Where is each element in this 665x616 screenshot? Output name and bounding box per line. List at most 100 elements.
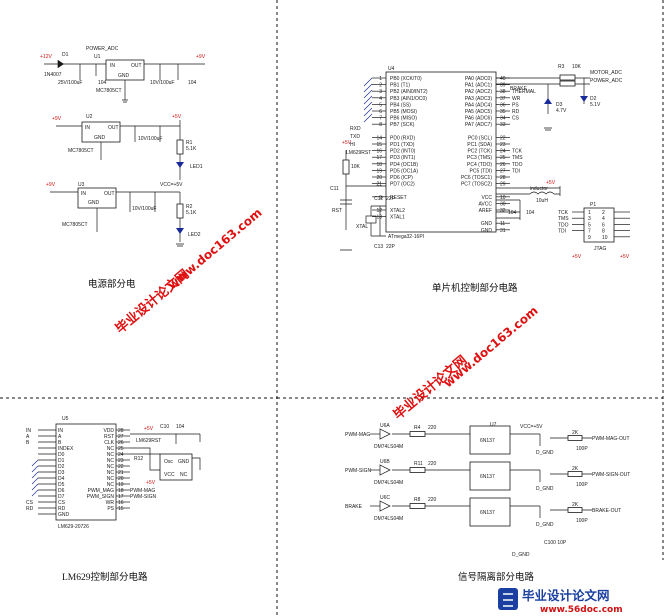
- optocoupler-6n137: [469, 497, 511, 527]
- caption-power: 电源部分电: [88, 278, 136, 290]
- osc-nc: NC: [180, 472, 188, 478]
- lm629-pin-left: D2: [58, 464, 65, 470]
- mcu-pin-left: PD1 (TXD): [390, 142, 415, 148]
- lm629-rst: LM629RST: [136, 438, 161, 444]
- mcu-pin-right: PA7 (ADC7): [465, 122, 492, 128]
- mcu-pin-right-num: 29: [500, 182, 506, 188]
- mcu-pin-left: XTAL2: [390, 208, 405, 214]
- mcu-pin-right-num: 28: [500, 175, 506, 181]
- c3-label: 25V/100uF: [58, 80, 82, 86]
- mcu-pin-right-num: 27: [500, 168, 506, 174]
- mcu-pin-right: PC0 (SCL): [468, 135, 493, 141]
- power-vout2: +5V: [172, 114, 182, 120]
- mcu-pin-left: PD6 (ICP): [390, 175, 413, 181]
- iso-series-resistor: [409, 503, 426, 509]
- iso-gate-ref: U6B: [380, 459, 390, 465]
- lm629-pin-right: VDD: [103, 428, 114, 434]
- mcu-pin-left-num: 3: [379, 89, 382, 95]
- jtag-net: TCK: [558, 210, 569, 216]
- mcu-pin-right-net: THERMAL: [512, 89, 536, 95]
- crystal-icon: [365, 215, 377, 224]
- lm629-pin-right: CLK: [104, 440, 114, 446]
- mcu-pin-right: GND: [481, 228, 493, 234]
- c13: C13: [374, 244, 383, 250]
- reset-resistor-val: 10K: [351, 164, 361, 170]
- led1: LED1: [190, 164, 203, 170]
- lm629-pin-right: WR: [106, 500, 115, 506]
- jtag-pin-left-num: 7: [588, 229, 591, 235]
- iso-dgnd: D_GND: [512, 552, 530, 558]
- iso-gate-part: DM74LS04M: [374, 444, 403, 450]
- mcu-pin-left: PD7 (OC2): [390, 182, 415, 188]
- lm629-part: LM629-20726: [58, 524, 89, 530]
- iso-input: PWM-SIGN: [345, 468, 371, 474]
- power-u3: U3: [78, 182, 85, 188]
- mcu-pin-left: PD2 (INT0): [390, 149, 416, 155]
- power-d1-part: 1N4007: [44, 72, 62, 78]
- lm629-pin-right-num: 19: [118, 482, 124, 488]
- lm629-pin-right: NC: [107, 446, 115, 452]
- iso-output-resistor: [567, 507, 583, 513]
- mcu-pin-right-num: 33: [500, 122, 506, 128]
- lm629-pin-left: D5: [58, 482, 65, 488]
- mcu-pin-left-num: 7: [379, 116, 382, 122]
- iso-input: PWM-MAG: [345, 432, 370, 438]
- lm629-pin-right: NC: [107, 476, 115, 482]
- iso-gate-ref: U6C: [380, 495, 390, 501]
- lm629-r: R12: [134, 456, 143, 462]
- lm629-pin-left: CS: [58, 500, 66, 506]
- reset-resistor: [342, 159, 350, 175]
- mcu-pin-left-num: 16: [376, 149, 382, 155]
- lm629-pin-left: D3: [58, 470, 65, 476]
- iso-output-cap: 100P: [576, 518, 588, 524]
- lm629-pin-left: D4: [58, 476, 65, 482]
- lm629-pin-right-num: 26: [118, 440, 124, 446]
- mcu-pin-right-num: 11: [500, 221, 505, 227]
- lm629-pin-left: IN: [58, 428, 63, 434]
- mcu-pin-right-net: TMS: [512, 155, 523, 161]
- mcu-pin-left-num: 4: [379, 96, 382, 102]
- mcu-pin-left: PD4 (OC1B): [390, 162, 418, 168]
- mcu-pin-right: PA3 (ADC3): [465, 96, 492, 102]
- jtag-pin-right-num: 6: [602, 222, 605, 228]
- r1-val: 5.1K: [186, 146, 197, 152]
- mcu-pin-right-net: WR: [512, 96, 521, 102]
- mcu-pin-left: PD3 (INT1): [390, 155, 416, 161]
- motor-adc: MOTOR_ADC: [590, 70, 622, 76]
- mcu-pin-left-num: 9: [379, 195, 382, 201]
- lm629-pin-left-net: A: [26, 434, 30, 440]
- led1-icon: [176, 162, 184, 168]
- power-d1: D1: [62, 52, 69, 58]
- mcu-pin-left: PB1 (T1): [390, 83, 410, 89]
- osc-label: Osc: [164, 459, 173, 465]
- c4-label: 104: [98, 80, 107, 86]
- reset-button: RST: [332, 208, 342, 214]
- power-vin3: +9V: [46, 182, 56, 188]
- lm629-pin-left-net: IN: [26, 428, 31, 434]
- footer-title: 毕业设计论文网: [522, 588, 610, 603]
- iso-gate-part: DM74LS04M: [374, 480, 403, 486]
- power-adc: POWER_ADC: [590, 78, 623, 84]
- lm629-pin-right: NC: [107, 482, 115, 488]
- iso-input: BRAKE: [345, 504, 363, 510]
- z2: D2: [590, 96, 597, 102]
- lm629-pin-right-num: 25: [118, 446, 124, 452]
- mcu-pin-right: PA2 (ADC2): [465, 89, 492, 95]
- iso-out-wire: [510, 469, 592, 482]
- mcu-pin-right-num: 31: [500, 228, 506, 234]
- mcu-part: ATmega32-16PI: [388, 234, 424, 240]
- jtag-pin-right-num: 8: [602, 229, 605, 235]
- jtag-net: TDO: [558, 222, 569, 228]
- c14: 104: [508, 210, 517, 216]
- mcu-pin-right: PC2 (TCK): [468, 149, 493, 155]
- osc-gnd: GND: [178, 459, 190, 465]
- iso-output-cap: 100P: [576, 482, 588, 488]
- c13-val: 22P: [386, 244, 396, 250]
- pd-net-rxd: RXD: [350, 126, 361, 132]
- watermark-cn-2: 毕业设计论文网: [390, 352, 470, 423]
- iso-output-resistor: [567, 435, 583, 441]
- watermark-layer: 毕业设计论文网 www.doc163.com 毕业设计论文网 www.doc16…: [112, 205, 540, 423]
